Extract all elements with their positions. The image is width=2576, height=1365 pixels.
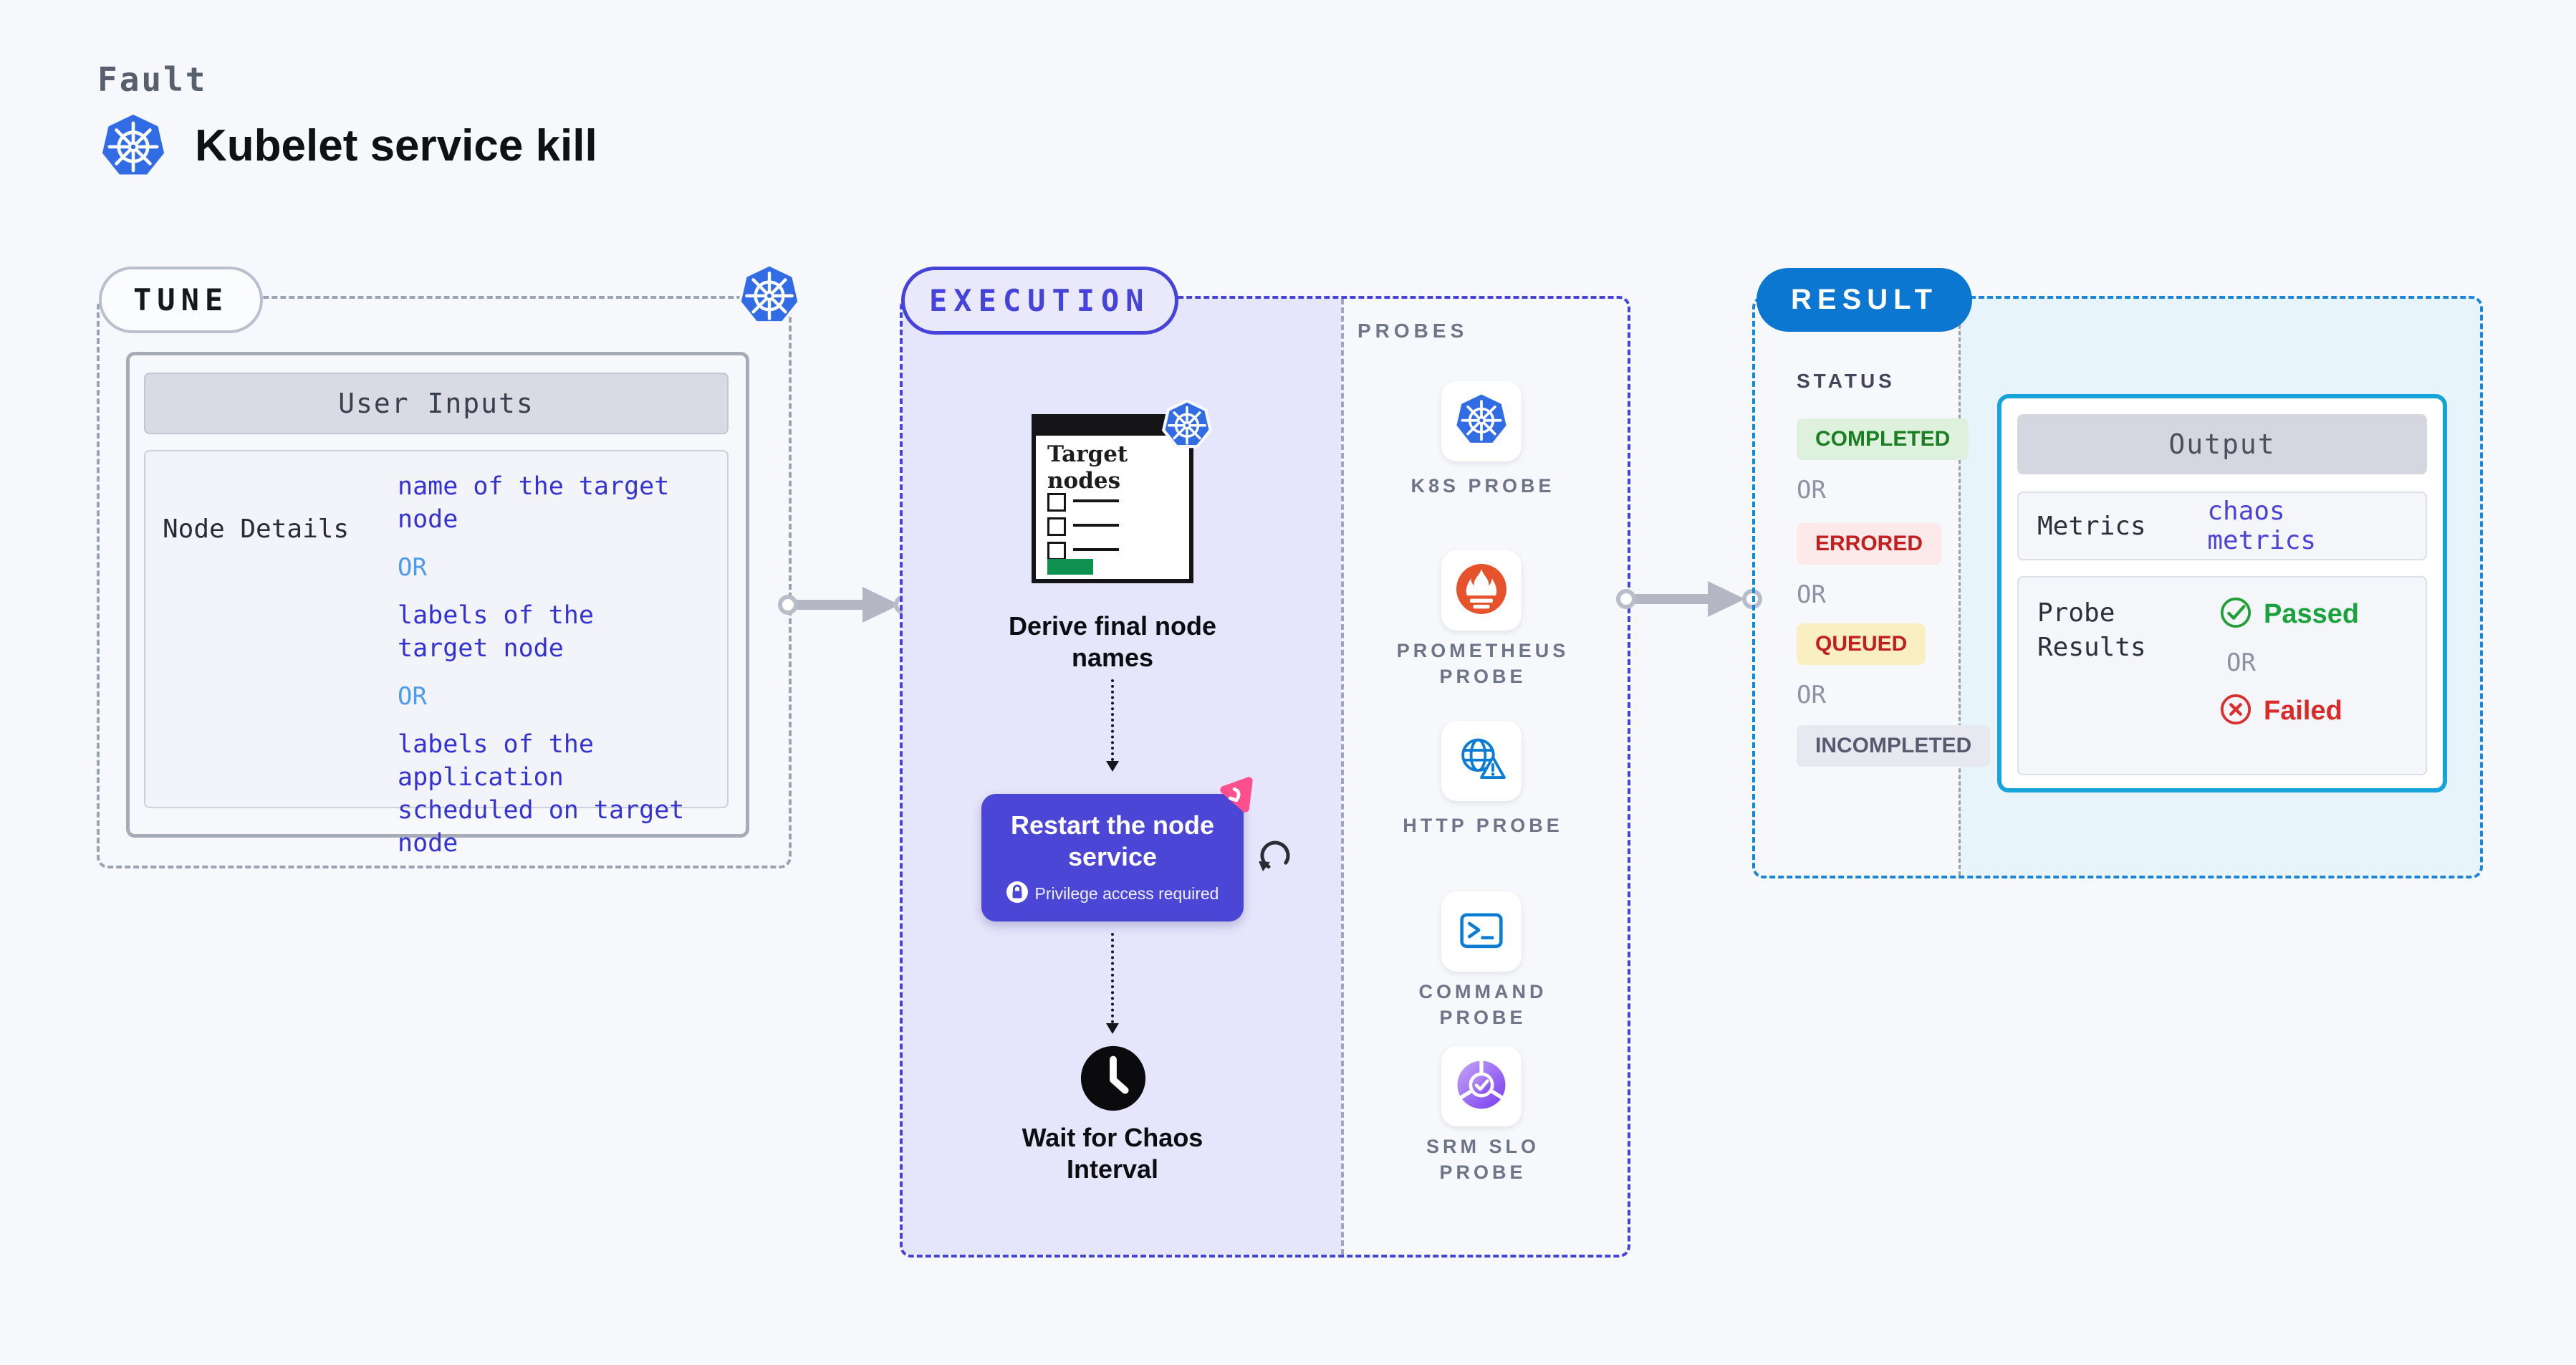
user-inputs-body: Node Details name of the target node OR … bbox=[144, 450, 729, 858]
probes-heading: PROBES bbox=[1357, 320, 1469, 342]
srm-slo-icon bbox=[1454, 1058, 1509, 1116]
prometheus-icon bbox=[1454, 562, 1509, 620]
tune-section-box bbox=[97, 296, 792, 868]
user-inputs-header: User Inputs bbox=[144, 373, 729, 434]
status-badge-incompleted: INCOMPLETED bbox=[1797, 725, 1991, 767]
output-box: Output Metrics chaos metrics Probe Resul… bbox=[1997, 394, 2447, 792]
page-title: Kubelet service kill bbox=[195, 121, 597, 171]
input-option-value: name of the target node bbox=[398, 472, 670, 534]
retry-loop-icon bbox=[1256, 837, 1294, 878]
status-badge-queued: QUEUED bbox=[1797, 623, 1926, 665]
kubernetes-icon bbox=[100, 113, 166, 183]
probes-divider bbox=[1341, 299, 1344, 1255]
terminal-icon bbox=[1454, 903, 1509, 961]
list-line bbox=[1073, 548, 1119, 551]
failed-line: Failed bbox=[2219, 693, 2359, 729]
probe-results-values: Passed OR Failed bbox=[2219, 596, 2359, 755]
probe-label: K8S PROBE bbox=[1410, 475, 1555, 497]
status-badge-completed: COMPLETED bbox=[1797, 418, 1969, 460]
or-separator: OR bbox=[398, 553, 427, 582]
output-header: Output bbox=[2017, 414, 2427, 474]
flow-arrow bbox=[1616, 581, 1762, 617]
probe-label: HTTP PROBE bbox=[1403, 815, 1563, 836]
probe-card-srm-slo bbox=[1441, 1046, 1522, 1126]
restart-node-service-label: Restart the node service bbox=[1010, 810, 1215, 871]
flow-connector bbox=[1111, 679, 1114, 761]
probe-results-row: Probe Results Passed OR bbox=[2017, 576, 2427, 775]
probe-card-http bbox=[1441, 721, 1522, 801]
checkbox-icon bbox=[1047, 542, 1066, 560]
input-row-label: Node Details bbox=[163, 514, 350, 544]
kubernetes-icon bbox=[738, 263, 801, 330]
check-circle-icon bbox=[2219, 596, 2252, 633]
or-separator: OR bbox=[1797, 681, 1826, 709]
kubernetes-icon bbox=[1161, 399, 1213, 454]
kubernetes-icon bbox=[1455, 393, 1508, 450]
fault-kicker: Fault bbox=[97, 60, 208, 99]
or-separator: OR bbox=[1797, 476, 1826, 504]
probe-label: COMMAND PROBE bbox=[1418, 981, 1547, 1028]
list-line bbox=[1073, 524, 1119, 527]
flow-arrow bbox=[778, 587, 914, 623]
probe-card-prometheus bbox=[1441, 550, 1522, 631]
flow-connector bbox=[1111, 933, 1114, 1023]
confirm-button-shape bbox=[1047, 559, 1093, 575]
execution-badge: EXECUTION bbox=[901, 267, 1178, 335]
user-inputs-card: User Inputs Node Details name of the tar… bbox=[126, 352, 749, 858]
wait-chaos-interval-label: Wait for Chaos Interval bbox=[1022, 1123, 1203, 1184]
result-badge: RESULT bbox=[1756, 268, 1973, 332]
tune-badge: TUNE bbox=[99, 267, 264, 333]
or-separator: OR bbox=[2226, 648, 2256, 677]
or-separator: OR bbox=[398, 682, 427, 711]
metrics-row: Metrics chaos metrics bbox=[2017, 492, 2427, 560]
status-badge-errored: ERRORED bbox=[1797, 523, 1942, 565]
privilege-row: Privilege access required bbox=[981, 881, 1244, 906]
restart-node-service-node: Restart the node service Privilege acces… bbox=[981, 794, 1244, 921]
input-options: name of the target node OR labels of the… bbox=[398, 470, 727, 877]
or-separator: OR bbox=[1797, 580, 1826, 609]
probe-label: PROMETHEUS PROBE bbox=[1396, 640, 1570, 687]
passed-line: Passed bbox=[2219, 596, 2359, 633]
target-nodes-node: Target nodes bbox=[1032, 414, 1193, 583]
checkbox-icon bbox=[1047, 493, 1066, 512]
probe-card-k8s bbox=[1441, 381, 1522, 461]
clock-icon bbox=[1078, 1043, 1148, 1117]
failed-label: Failed bbox=[2264, 696, 2342, 726]
http-globe-icon bbox=[1454, 732, 1509, 790]
arrow-down-icon bbox=[1106, 1023, 1119, 1034]
input-option-value: labels of the target node bbox=[398, 601, 594, 663]
status-heading: STATUS bbox=[1797, 370, 1895, 392]
x-circle-icon bbox=[2219, 693, 2252, 729]
list-line bbox=[1073, 499, 1119, 502]
privilege-access-label: Privilege access required bbox=[1034, 884, 1219, 903]
metrics-value: chaos metrics bbox=[2207, 497, 2317, 555]
input-option-value: labels of the application scheduled on t… bbox=[398, 730, 685, 858]
lock-icon bbox=[1006, 881, 1028, 906]
checkbox-icon bbox=[1047, 517, 1066, 536]
passed-label: Passed bbox=[2264, 599, 2360, 629]
chaos-logo-icon bbox=[1215, 775, 1256, 820]
status-divider bbox=[1959, 299, 1961, 876]
probe-card-command bbox=[1441, 891, 1522, 972]
probe-results-label: Probe Results bbox=[2037, 598, 2146, 662]
target-nodes-title: Target nodes bbox=[1047, 441, 1128, 494]
metrics-label: Metrics bbox=[2037, 511, 2146, 541]
derive-node-names-label: Derive final node names bbox=[1008, 611, 1217, 672]
arrow-down-icon bbox=[1106, 761, 1119, 772]
probe-label: SRM SLO PROBE bbox=[1426, 1136, 1539, 1183]
